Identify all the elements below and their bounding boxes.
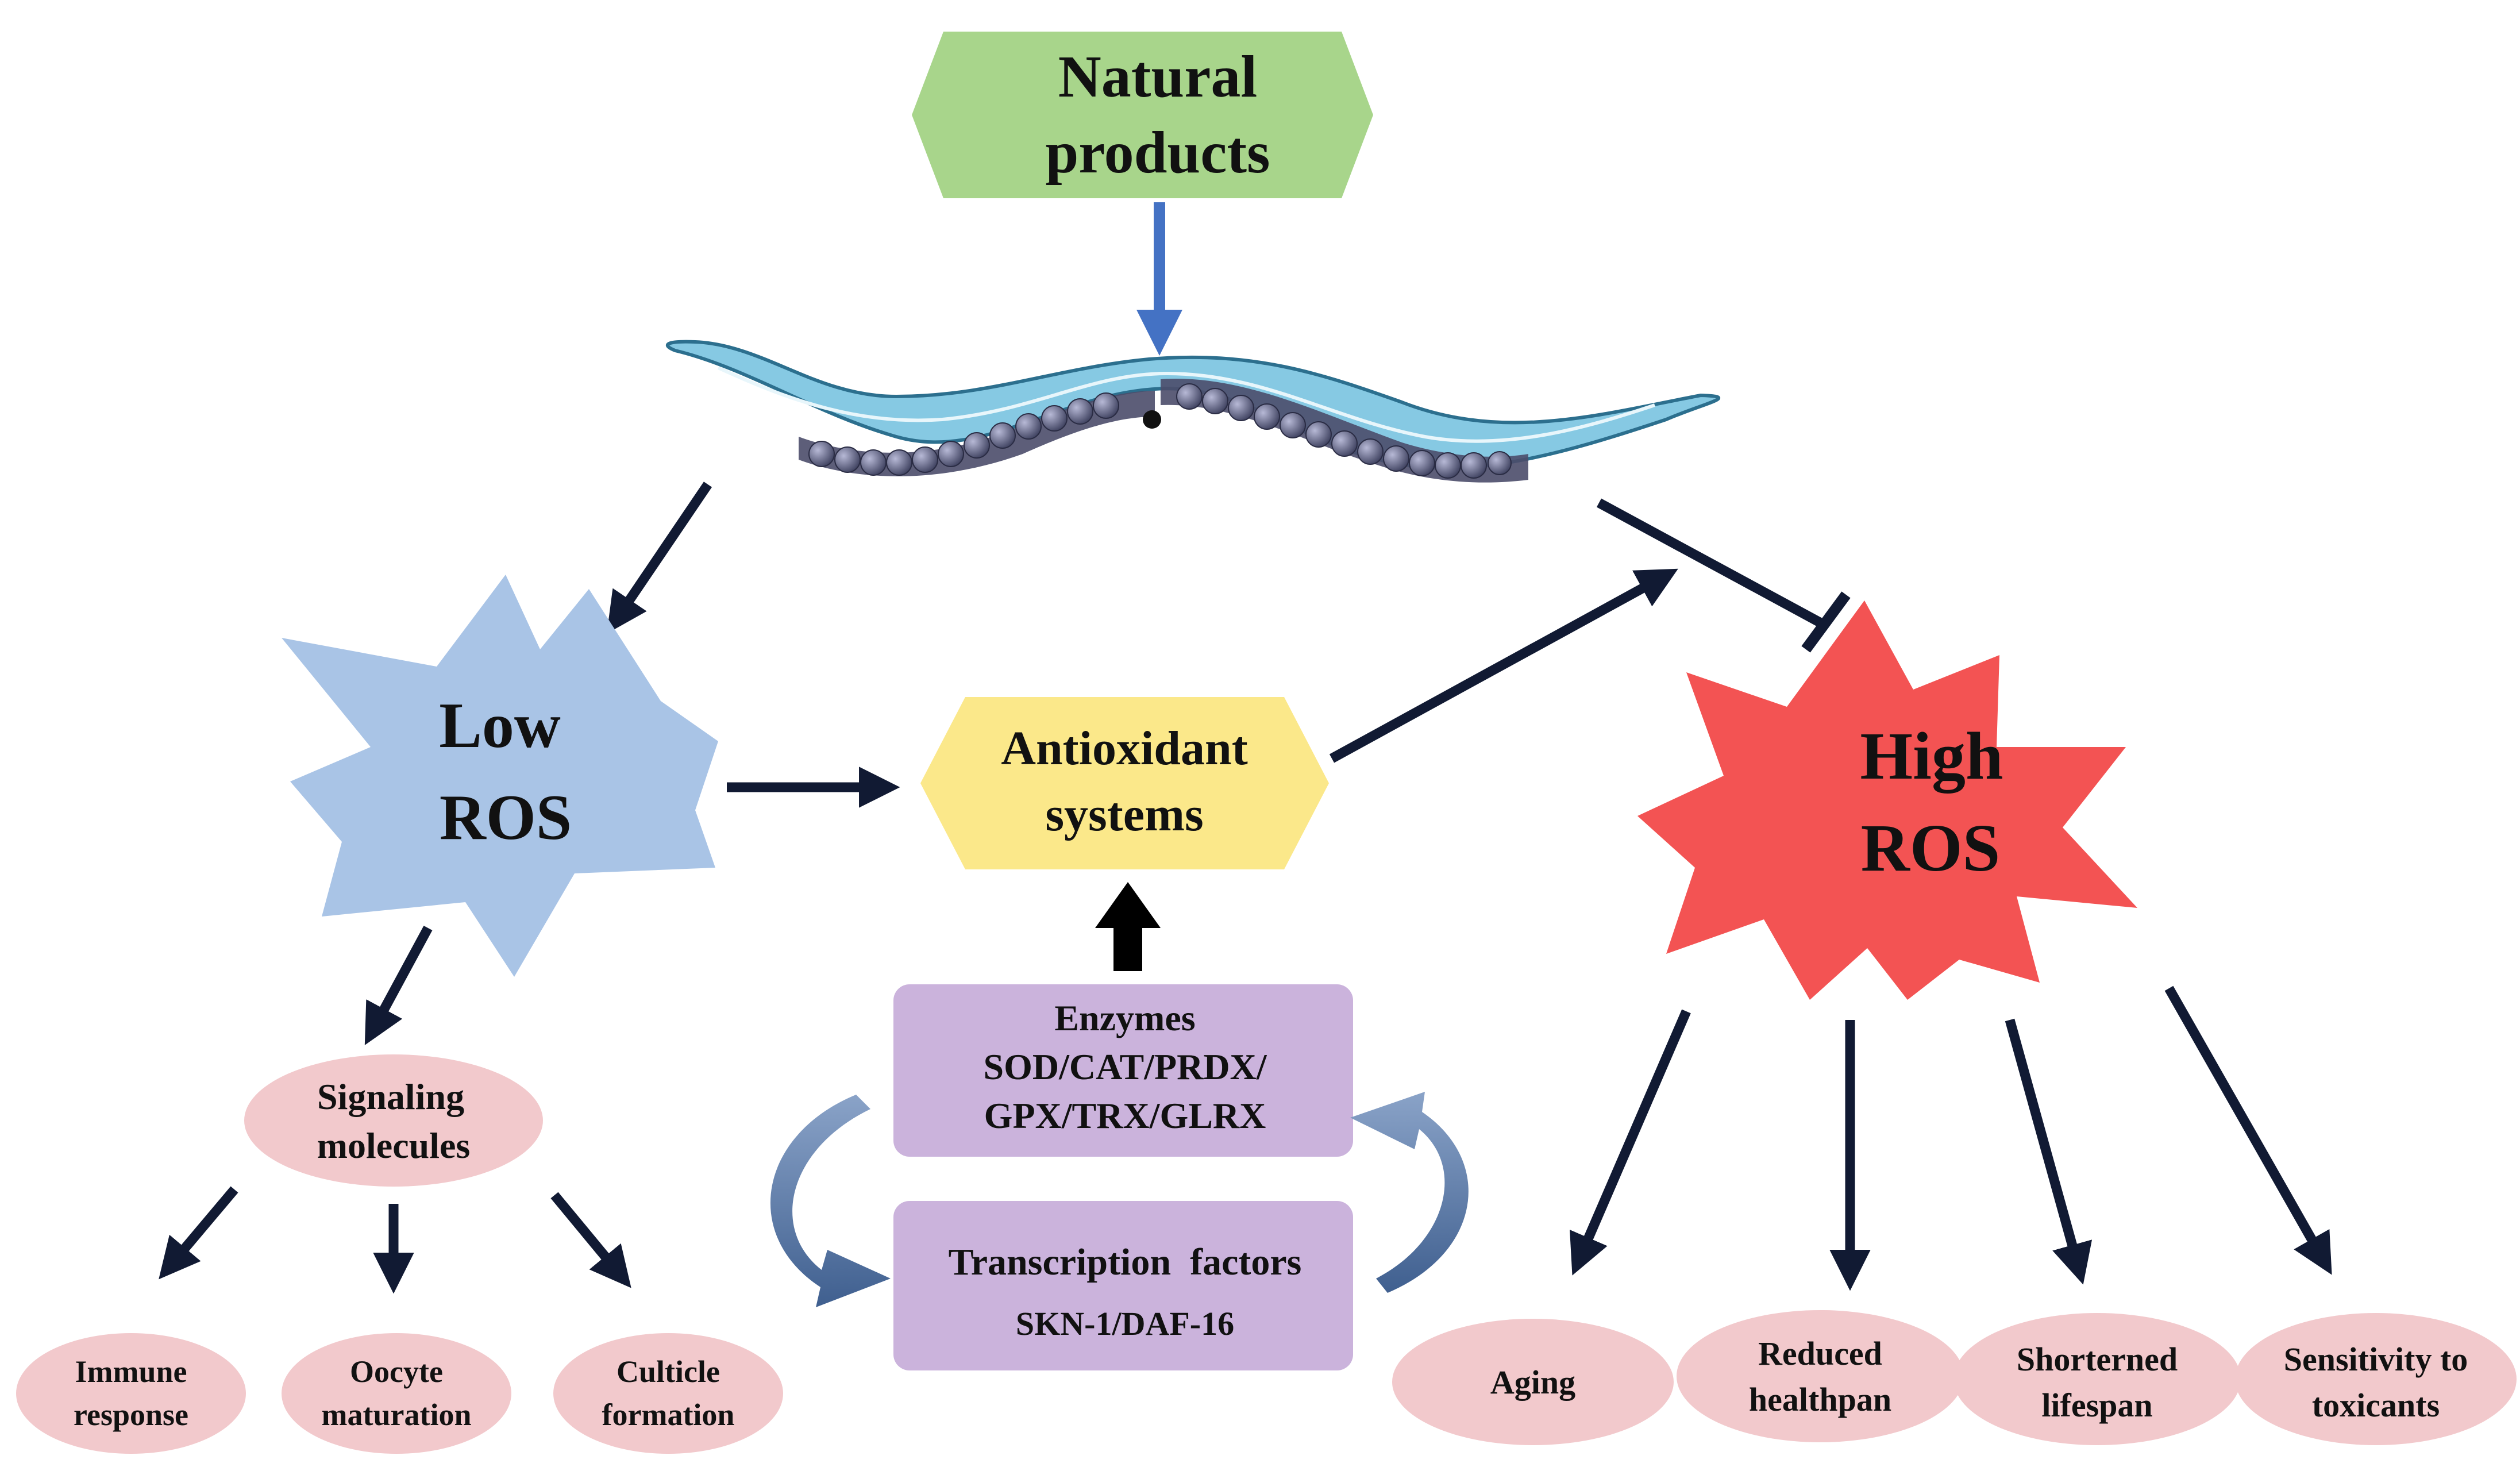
signaling-line1: Signaling (317, 1076, 464, 1117)
healthspan-line2: healthpan (1749, 1381, 1891, 1418)
arrow-signaling-to-immune (159, 1186, 238, 1280)
transcription-line2: SKN-1/DAF-16 (1016, 1305, 1234, 1342)
signaling-node: Signaling molecules (244, 1054, 543, 1187)
arrow-low-ros-to-signaling (364, 925, 433, 1045)
cuticle-node: Culticle formation (553, 1333, 783, 1454)
signaling-ellipse (244, 1054, 543, 1187)
transcription-box (893, 1201, 1353, 1370)
enzymes-line1: Enzymes (1054, 998, 1195, 1038)
arrow-high-ros-to-aging (1570, 1009, 1691, 1276)
cycle-arrow-left (770, 1095, 891, 1307)
transcription-line1: Transcription factors (949, 1241, 1302, 1283)
arrow-antioxidant-to-worm (1329, 568, 1678, 763)
antioxidant-node: Antioxidant systems (920, 697, 1329, 869)
sensitivity-line2: toxicants (2312, 1387, 2440, 1424)
worm-inner-line (717, 366, 1655, 443)
oocyte-line2: maturation (322, 1397, 472, 1432)
healthspan-node: Reduced healthpan (1677, 1310, 1964, 1442)
immune-line2: response (74, 1397, 188, 1432)
natural-products-line2: products (1045, 120, 1270, 186)
cuticle-line1: Culticle (616, 1354, 720, 1389)
inhibition-worm-to-high-ros (1596, 498, 1851, 653)
immune-ellipse (16, 1333, 246, 1454)
worm-vulva (1143, 410, 1161, 429)
inhibition-line (1596, 498, 1830, 631)
healthspan-line1: Reduced (1758, 1335, 1882, 1372)
signaling-line2: molecules (317, 1125, 471, 1166)
low-ros-shape (282, 575, 718, 977)
sensitivity-ellipse (2235, 1313, 2517, 1445)
antioxidant-line2: systems (1045, 788, 1203, 841)
low-ros-node: Low ROS (282, 575, 718, 977)
cuticle-line2: formation (602, 1397, 735, 1432)
healthspan-ellipse (1677, 1310, 1964, 1442)
enzymes-line3: GPX/TRX/GLRX (984, 1095, 1266, 1136)
oocyte-ellipse (282, 1333, 511, 1454)
oocyte-node: Oocyte maturation (282, 1333, 511, 1454)
antioxidant-line1: Antioxidant (1001, 722, 1247, 775)
arrow-enzymes-to-antioxidant (1095, 882, 1161, 971)
worm-illustration (666, 340, 1721, 483)
enzymes-box (893, 984, 1353, 1157)
arrow-high-ros-to-sensitivity (2164, 985, 2332, 1275)
arrow-signaling-to-cuticle (550, 1192, 631, 1288)
lifespan-node: Shorterned lifespan (1953, 1313, 2241, 1445)
natural-products-shape (912, 32, 1373, 198)
sensitivity-line1: Sensitivity to (2284, 1341, 2468, 1378)
lifespan-line2: lifespan (2041, 1387, 2152, 1424)
worm-eggs (808, 383, 1512, 479)
low-ros-line1: Low (439, 690, 561, 761)
cuticle-ellipse (553, 1333, 783, 1454)
high-ros-line1: High (1860, 718, 2003, 794)
lifespan-line1: Shorterned (2017, 1341, 2178, 1378)
arrow-worm-to-low-ros (606, 482, 712, 634)
oocyte-line1: Oocyte (350, 1354, 443, 1389)
low-ros-line2: ROS (440, 782, 572, 853)
transcription-node: Transcription factors SKN-1/DAF-16 (893, 1201, 1353, 1370)
arrow-high-ros-to-lifespan (2005, 1018, 2093, 1285)
high-ros-node: High ROS (1637, 600, 2137, 1000)
aging-line1: Aging (1490, 1364, 1575, 1401)
enzymes-line2: SOD/CAT/PRDX/ (983, 1046, 1267, 1087)
enzymes-node: Enzymes SOD/CAT/PRDX/ GPX/TRX/GLRX (893, 984, 1353, 1157)
antioxidant-shape (920, 697, 1329, 869)
cycle-arrow-right (1350, 1092, 1469, 1293)
aging-node: Aging (1392, 1319, 1674, 1445)
sensitivity-node: Sensitivity to toxicants (2235, 1313, 2517, 1445)
cycle-arrows (770, 1092, 1469, 1307)
inhibition-bar (1801, 591, 1851, 653)
natural-products-line1: Natural (1058, 44, 1258, 110)
high-ros-line2: ROS (1861, 810, 2001, 885)
lifespan-ellipse (1953, 1313, 2241, 1445)
aging-ellipse (1392, 1319, 1674, 1445)
immune-node: Immune response (16, 1333, 246, 1454)
high-ros-shape (1637, 600, 2137, 1000)
natural-products-node: Natural products (912, 32, 1373, 198)
immune-line1: Immune (75, 1354, 187, 1389)
